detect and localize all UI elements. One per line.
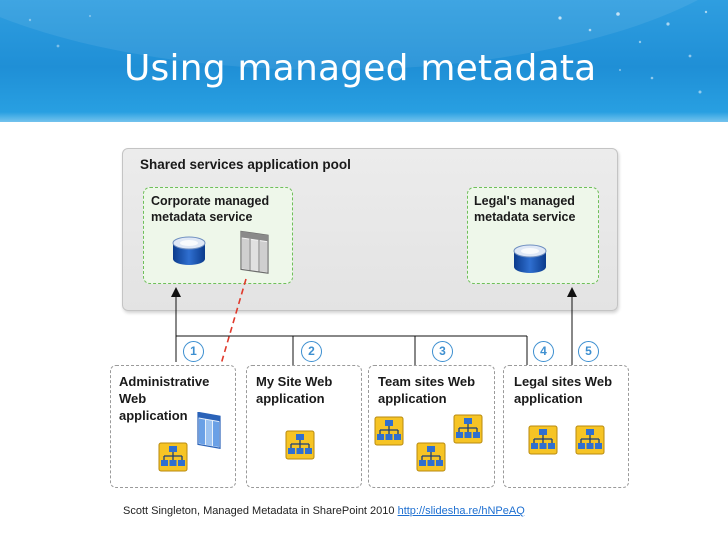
legal-service-label-line2: metadata service <box>474 210 576 224</box>
mysite-label-line1: My Site Web <box>256 374 333 389</box>
legalsites-label-line2: application <box>514 391 583 406</box>
team-sites-web-app-label: Team sites Web application <box>378 373 475 407</box>
legal-sites-web-app-box <box>503 365 629 488</box>
site-hierarchy-icon <box>528 425 558 455</box>
admin-label-line1: Administrative <box>119 374 210 389</box>
corporate-service-label-line2: metadata service <box>151 210 253 224</box>
connection-number-1: 1 <box>183 341 204 362</box>
term-set-icon <box>197 412 221 449</box>
site-hierarchy-icon <box>575 425 605 455</box>
administrative-web-app-label: Administrative Web application <box>119 373 209 424</box>
site-hierarchy-icon <box>158 442 188 472</box>
corporate-service-label-line1: Corporate managed <box>151 194 270 208</box>
connection-number-4: 4 <box>533 341 554 362</box>
connection-number-5: 5 <box>578 341 599 362</box>
credit-text: Scott Singleton, Managed Metadata in Sha… <box>123 505 398 517</box>
site-hierarchy-icon <box>416 442 446 472</box>
pool-title: Shared services application pool <box>140 157 351 172</box>
source-credit: Scott Singleton, Managed Metadata in Sha… <box>123 505 525 517</box>
database-icon <box>172 236 206 265</box>
connection-number-3: 3 <box>432 341 453 362</box>
site-hierarchy-icon <box>374 416 404 446</box>
admin-label-line2: Web <box>119 391 147 406</box>
credit-link[interactable]: http://slidesha.re/hNPeAQ <box>397 505 525 517</box>
legal-service-label: Legal's managed metadata service <box>474 193 575 225</box>
corporate-service-label: Corporate managed metadata service <box>151 193 269 225</box>
my-site-web-app-label: My Site Web application <box>256 373 332 407</box>
teamsites-label-line1: Team sites Web <box>378 374 476 389</box>
term-store-icon <box>240 230 269 274</box>
legal-service-label-line1: Legal's managed <box>474 194 575 208</box>
admin-label-line3: application <box>119 408 188 423</box>
slide-title: Using managed metadata <box>124 48 597 89</box>
slide-header <box>0 0 728 122</box>
teamsites-label-line2: application <box>378 391 447 406</box>
site-hierarchy-icon <box>285 430 315 460</box>
site-hierarchy-icon <box>453 414 483 444</box>
legalsites-label-line1: Legal sites Web <box>514 374 613 389</box>
my-site-web-app-box <box>246 365 362 488</box>
connection-number-2: 2 <box>301 341 322 362</box>
mysite-label-line2: application <box>256 391 325 406</box>
legal-sites-web-app-label: Legal sites Web application <box>514 373 612 407</box>
database-icon <box>513 244 547 273</box>
